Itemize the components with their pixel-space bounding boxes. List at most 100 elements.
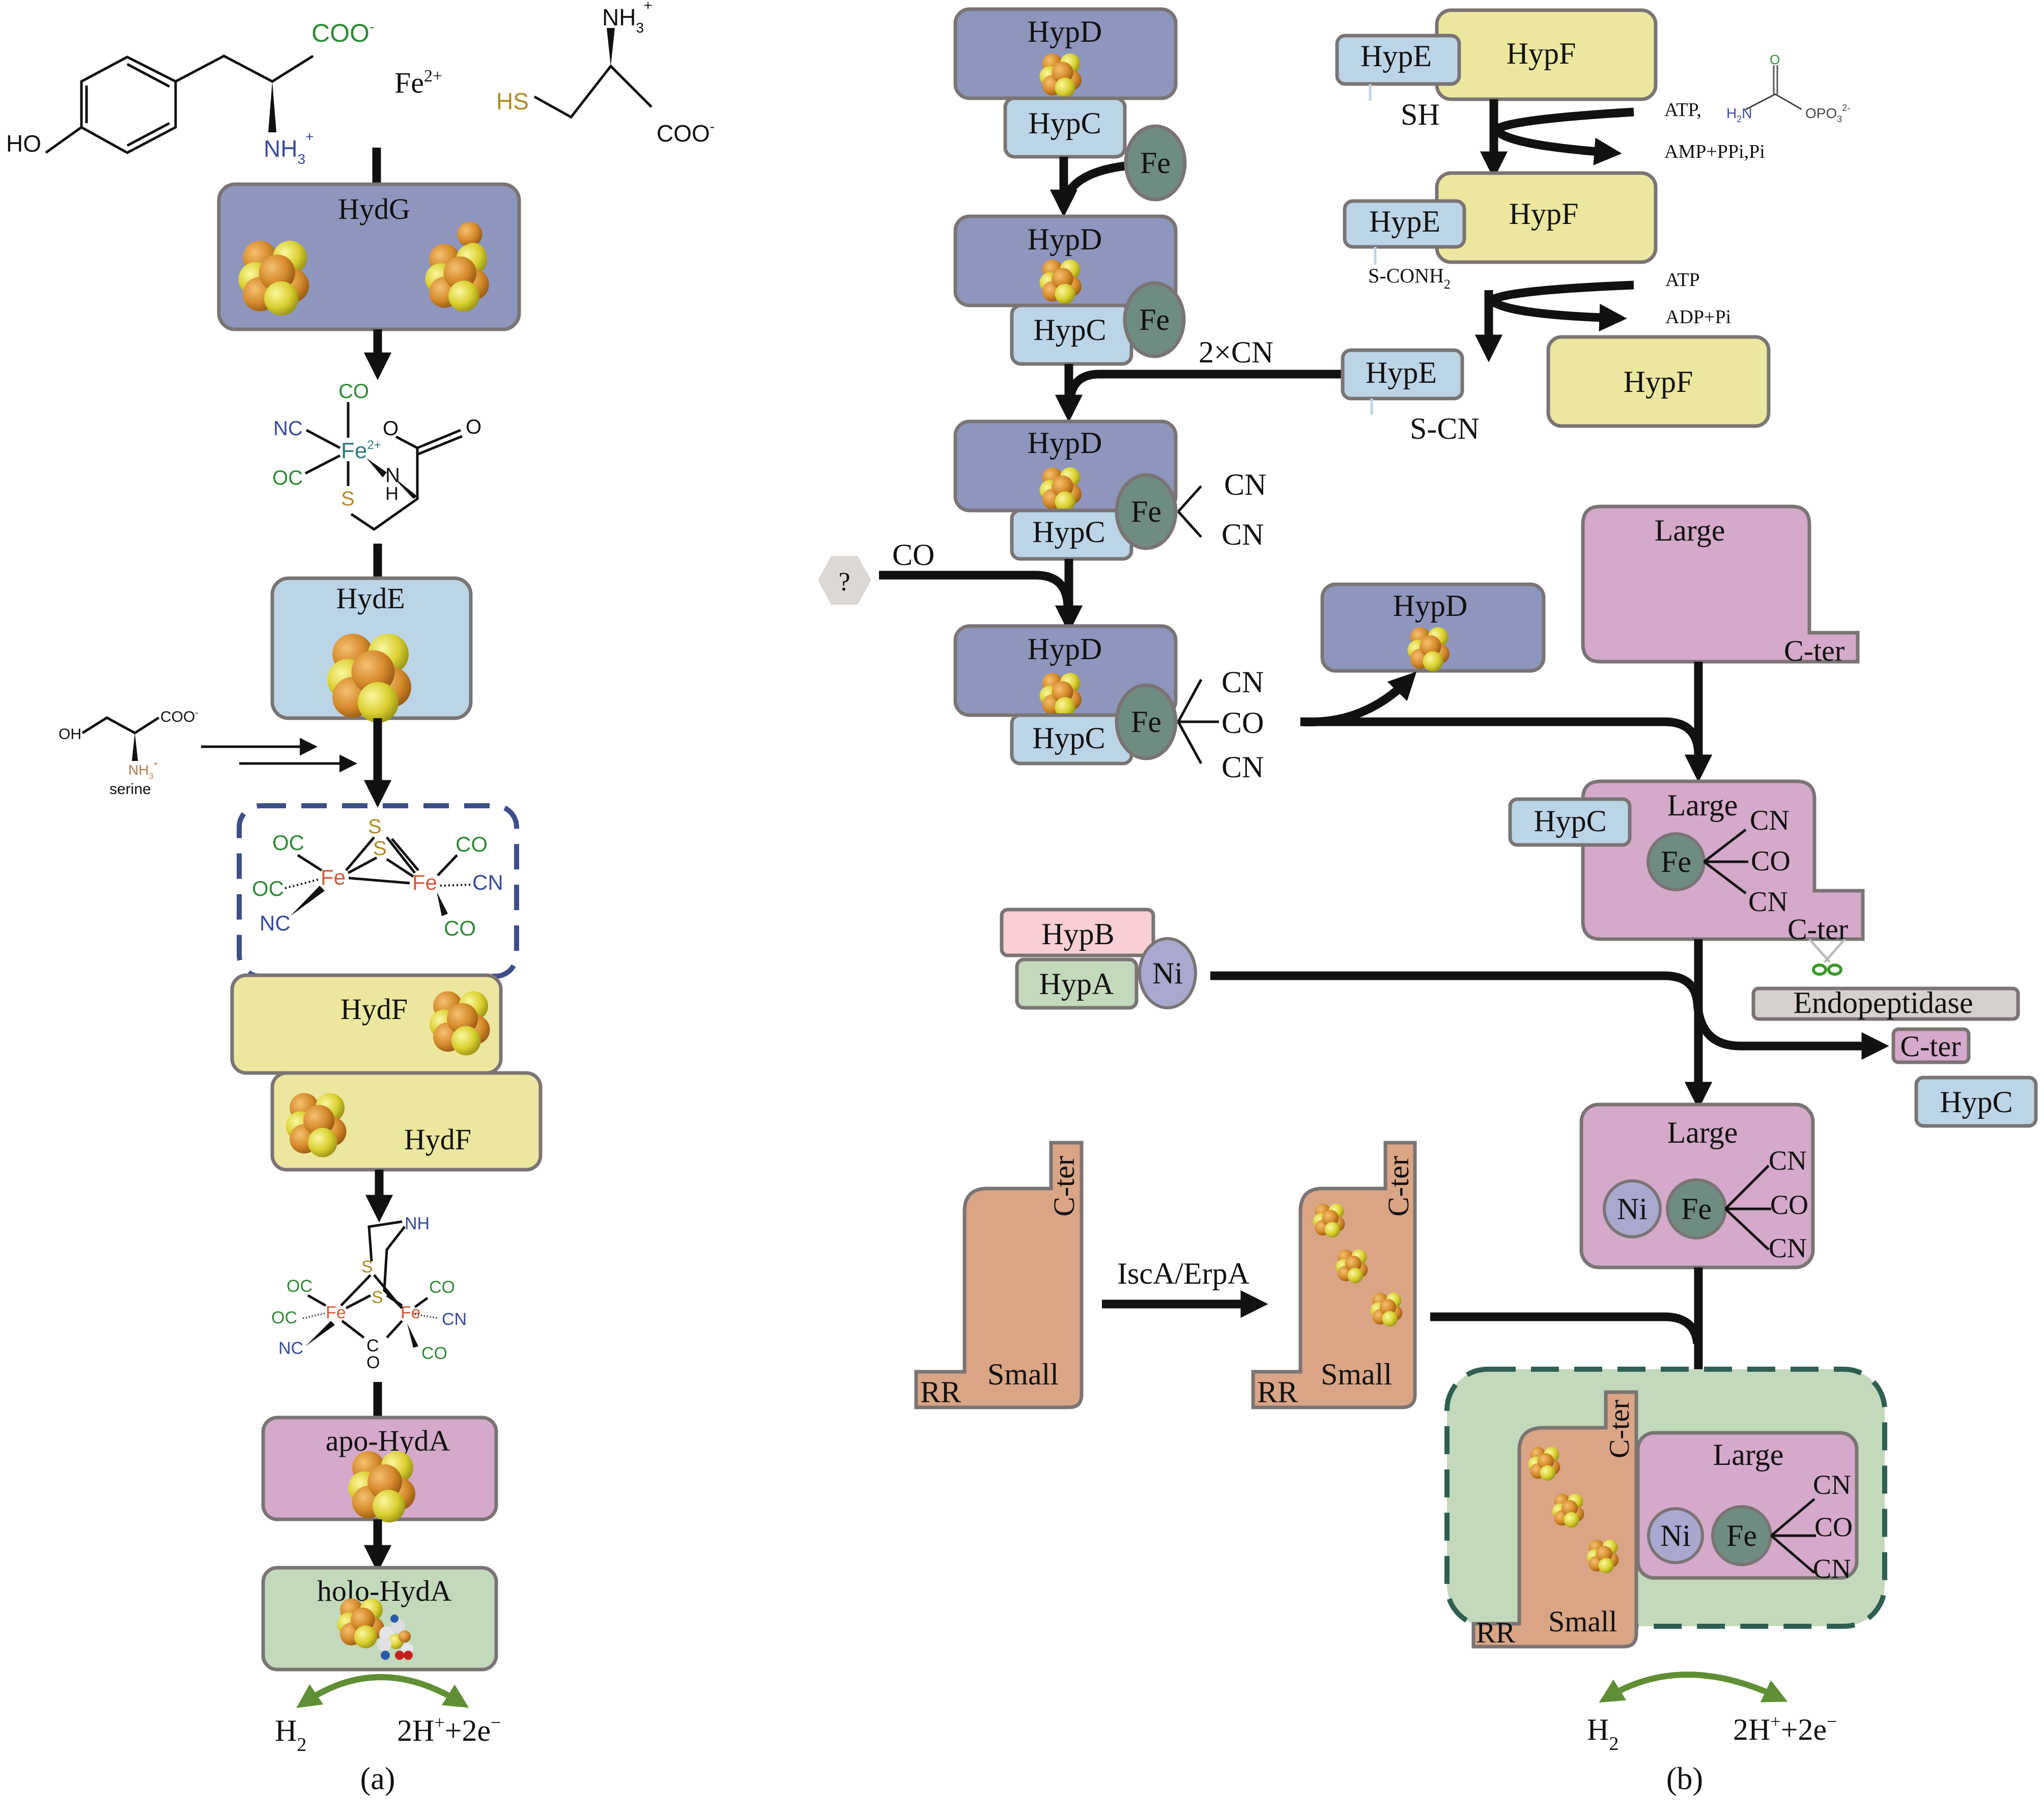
cysteine-coo: COO-	[657, 119, 715, 147]
tyrosine-coo: COO-	[311, 19, 374, 47]
c-ter-vertical-label: C-ter	[1382, 1156, 1415, 1217]
hype-box-1	[1335, 34, 1461, 86]
hypb-label: HypB	[1041, 917, 1114, 951]
fe-label: Fe	[1131, 705, 1161, 739]
svg-text:NC: NC	[260, 911, 291, 935]
co-ligand: CO	[1770, 1190, 1808, 1220]
ni-label: Ni	[1617, 1192, 1648, 1226]
svg-text:S: S	[372, 1288, 383, 1307]
protons-electrons: 2H++2e−	[1733, 1711, 1837, 1746]
hypf-label: HypF	[1624, 365, 1693, 399]
cysteine-nh3: NH3+	[602, 0, 652, 36]
fe-label: Fe	[1140, 146, 1171, 180]
small-subunit-fes	[1251, 1141, 1417, 1409]
cn-ligand: CN	[1748, 886, 1788, 918]
cn-ligand: CN	[1750, 805, 1790, 836]
hyde-label: HydE	[336, 582, 405, 615]
rr-label: RR	[1257, 1375, 1298, 1409]
svg-text:CO: CO	[456, 832, 488, 856]
panel-a: HO COO- NH3+ Fe2+ HS NH3+ COO- HydG CO N…	[6, 0, 715, 1796]
svg-text:Fe: Fe	[412, 870, 437, 894]
hypd-label: HypD	[1393, 589, 1468, 623]
rr-label: RR	[1476, 1616, 1516, 1649]
svg-text:NC: NC	[273, 417, 303, 440]
c-ter-label: C-ter	[1787, 913, 1848, 946]
svg-text:O: O	[466, 416, 481, 438]
fe2-ion: Fe2+	[394, 66, 442, 99]
svg-text:serine: serine	[109, 781, 151, 798]
svg-text:OPO32-: OPO32-	[1805, 103, 1850, 124]
serine-structure: OH COO- NH3+ serine	[59, 708, 198, 798]
svg-text:OC: OC	[272, 467, 303, 489]
fe-label: Fe	[1139, 303, 1170, 336]
fe-cn-co-cysteine-complex: CO NC OC Fe2+ O O N H S	[272, 380, 481, 531]
cn-ligand: CN	[1769, 1233, 1807, 1263]
large-label: Large	[1713, 1438, 1784, 1472]
large-subunit-fe-bound	[1581, 779, 1865, 941]
svg-text:OC: OC	[252, 876, 284, 900]
hype-box-3	[1341, 348, 1464, 401]
svg-text:CO: CO	[444, 916, 476, 940]
ni-label: Ni	[1152, 956, 1183, 990]
c-ter-vertical-label: C-ter	[1047, 1156, 1081, 1217]
cn-ligand: CN	[1813, 1469, 1851, 1500]
s-cn-group: S-CN	[1410, 412, 1480, 445]
hype-label: HypE	[1360, 39, 1432, 73]
svg-text:S: S	[341, 488, 355, 510]
hype-box-2	[1343, 199, 1466, 249]
fe-label: Fe	[1681, 1192, 1712, 1226]
h-cluster-adt-complex: NH S S OC OC NC Fe Fe CO CN CO C O	[271, 1214, 467, 1372]
holo-hyda-label: holo-HydA	[317, 1574, 451, 1607]
svg-text:Fe: Fe	[321, 865, 346, 889]
svg-text:Fe: Fe	[326, 1303, 346, 1322]
svg-text:S: S	[368, 815, 382, 838]
apo-hyda-label: apo-HydA	[326, 1424, 450, 1457]
co-label: CO	[892, 538, 934, 572]
hypc-label: HypC	[1032, 721, 1105, 755]
svg-text:N: N	[385, 464, 400, 487]
svg-text:H2N: H2N	[1726, 105, 1752, 124]
cn-ligand: CN	[1222, 750, 1264, 784]
tyrosine-structure: HO COO- NH3+	[6, 19, 374, 167]
hypf-label: HypF	[1507, 37, 1576, 70]
ni-atom	[1138, 937, 1197, 1009]
c-ter-vertical-label: C-ter	[1604, 1400, 1635, 1458]
h2-product: H2	[1587, 1713, 1619, 1755]
svg-text:H: H	[385, 483, 399, 504]
ni-atom	[1647, 1507, 1704, 1564]
svg-text:O: O	[383, 417, 399, 440]
amp-ppi-pi-label: AMP+PPi,Pi	[1664, 141, 1765, 162]
endopeptidase-label: Endopeptidase	[1793, 986, 1973, 1020]
svg-text:O: O	[1770, 52, 1780, 67]
hypc-released-box	[1914, 1076, 2038, 1128]
cn-ligand: CN	[1222, 665, 1264, 699]
cysteine-hs: HS	[496, 88, 529, 115]
svg-text:COO-: COO-	[160, 708, 198, 725]
panel-b: HypD HypC Fe HypD HypC Fe 2×CN HypD HypC…	[818, 7, 2038, 1796]
hypd-label: HypD	[1028, 426, 1102, 460]
diiron-dithiolate-complex: S S OC OC NC Fe Fe CO CN CO	[252, 815, 503, 940]
svg-text:NC: NC	[278, 1339, 303, 1358]
h-cluster-icon	[337, 1598, 413, 1660]
fe-atom	[1115, 683, 1178, 760]
small-subunit-apo	[914, 1141, 1084, 1409]
protons-electrons: 2H++2e−	[397, 1712, 501, 1747]
small-label: Small	[987, 1357, 1059, 1391]
fe-atom	[1115, 473, 1178, 550]
hypf-box-3	[1546, 335, 1771, 428]
svg-text:S: S	[373, 837, 387, 860]
hypd-label: HypD	[1028, 632, 1102, 666]
fe-label: Fe	[1661, 845, 1691, 879]
svg-text:NH: NH	[405, 1214, 430, 1233]
hype-label: HypE	[1366, 356, 1437, 389]
hypb-box	[1000, 908, 1155, 957]
c-ter-label: C-ter	[1784, 634, 1844, 667]
cn-ligand: CN	[1222, 518, 1264, 551]
two-cn-label: 2×CN	[1199, 335, 1273, 369]
endopeptidase-box	[1751, 986, 2020, 1021]
hydf-bottom-label: HydF	[404, 1123, 471, 1156]
large-label: Large	[1667, 1116, 1738, 1149]
tyrosine-nh3: NH3+	[264, 129, 314, 167]
carbamoyl-phosphate-structure: O H2N OPO32-	[1726, 52, 1850, 124]
